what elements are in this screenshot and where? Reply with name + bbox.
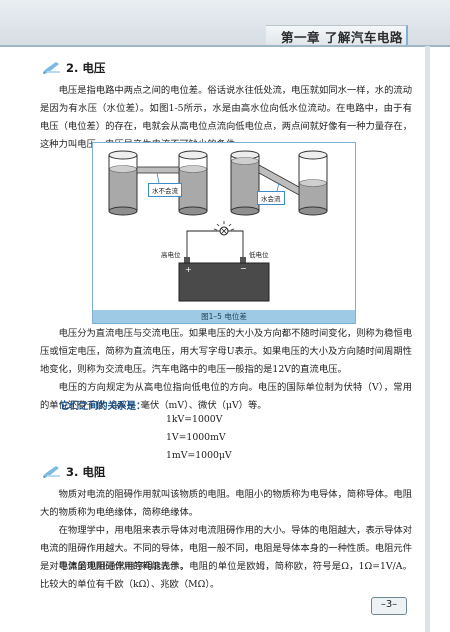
- tank-pair-different-level: [230, 150, 328, 216]
- header-divider: [0, 45, 450, 47]
- label-low-potential: 低电位: [249, 251, 269, 259]
- tank-pair-equal-level: [108, 150, 208, 216]
- page-edge-bar: [425, 46, 430, 632]
- label-high-potential: 高电位: [161, 251, 181, 259]
- water-and-battery-diagram: [108, 150, 328, 302]
- figure-caption-bar: 图1–5 电位差: [93, 310, 355, 323]
- resistance-paragraph-2: 在物理学中，用电阻来表示导体对电流阻碍作用的大小。导体的电阻越大，表示导体对电流…: [40, 525, 412, 572]
- pencil-icon: [43, 466, 60, 478]
- relations-label: 它们之间的关系是：: [60, 401, 146, 412]
- voltage-paragraph-3: 电压的方向规定为从高电位指向低电位的方向。电压的国际单位制为伏特（V），常用的单…: [40, 382, 412, 411]
- section-resistance-title: 3. 电阻: [66, 465, 106, 479]
- page-number: –3–: [380, 599, 398, 610]
- figure-caption: 图1–5 电位差: [201, 312, 247, 321]
- resistance-paragraph-1: 物质对电流的阻碍作用就叫该物质的电阻。电阻小的物质称为电导体，简称导体。电阻大的…: [40, 489, 412, 518]
- label-flow: 水会流: [257, 191, 285, 205]
- resistance-paragraph-3: 导体的电阻通常用字母R表示，电阻的单位是欧姆，简称欧，符号是Ω，1Ω=1V/A。…: [40, 561, 412, 590]
- figure-potential-difference: 水不会流 水会流 高电位 低电位 + − 图1–5 电位差: [92, 142, 356, 324]
- lamp-icon: [213, 221, 235, 236]
- battery-plus: +: [185, 265, 192, 274]
- circuit-wires: [186, 230, 244, 260]
- chapter-tab: [266, 25, 408, 46]
- formula-kv: 1kV=1000V: [166, 414, 223, 425]
- pencil-icon: [43, 62, 60, 74]
- formula-mv: 1mV=1000μV: [166, 450, 232, 461]
- label-no-flow: 水不会流: [148, 183, 182, 197]
- voltage-paragraph-2: 电压分为直流电压与交流电压。如果电压的大小及方向都不随时间变化，则称为稳恒电压或…: [40, 328, 412, 375]
- chapter-title: 第一章 了解汽车电路: [281, 30, 403, 45]
- battery-minus: −: [240, 264, 247, 273]
- formula-v: 1V=1000mV: [166, 432, 226, 443]
- section-voltage-title: 2. 电压: [66, 61, 106, 75]
- page-number-box: –3–: [371, 597, 407, 615]
- battery-icon: [178, 257, 270, 302]
